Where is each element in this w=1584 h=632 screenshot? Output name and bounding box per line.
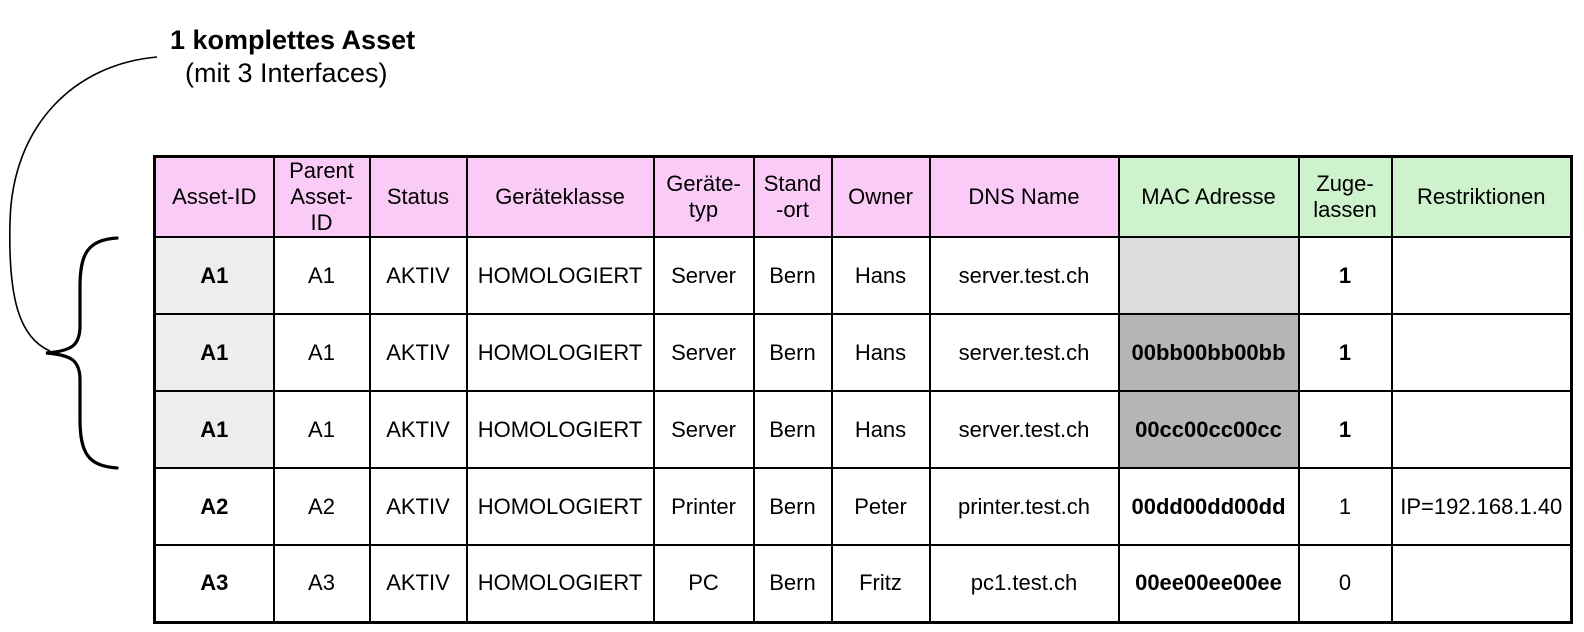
cell-geraetetyp: Server [652, 236, 755, 315]
cell-dns-name: server.test.ch [928, 313, 1120, 392]
cell-geraetetyp: Server [652, 390, 755, 469]
cell-mac-adresse: 00bb00bb00bb [1117, 313, 1300, 392]
asset-table: Asset-ID Parent Asset- ID Status Gerätek… [153, 155, 1573, 624]
cell-restriktionen [1390, 313, 1573, 392]
col-header-dns-name: DNS Name [928, 155, 1120, 238]
cell-geraeteklasse: HOMOLOGIERT [465, 467, 655, 546]
table-row: A3 A3 AKTIV HOMOLOGIERT PC Bern Fritz pc… [153, 544, 1573, 623]
cell-owner: Peter [830, 467, 931, 546]
col-header-owner: Owner [830, 155, 931, 238]
callout-title: 1 komplettes Asset [170, 25, 416, 55]
cell-zugelassen: 1 [1297, 236, 1393, 315]
table-row: A1 A1 AKTIV HOMOLOGIERT Server Bern Hans… [153, 313, 1573, 392]
cell-parent-asset-id: A3 [272, 544, 371, 623]
cell-geraeteklasse: HOMOLOGIERT [465, 390, 655, 469]
cell-asset-id: A2 [153, 467, 275, 546]
cell-owner: Hans [830, 390, 931, 469]
asset-callout: 1 komplettes Asset (mit 3 Interfaces) [170, 24, 415, 90]
cell-asset-id: A1 [153, 313, 275, 392]
col-header-restriktionen: Restriktionen [1390, 155, 1573, 238]
cell-status: AKTIV [368, 467, 468, 546]
cell-geraetetyp: Printer [652, 467, 755, 546]
cell-restriktionen: IP=192.168.1.40 [1390, 467, 1573, 546]
cell-status: AKTIV [368, 544, 468, 623]
cell-mac-adresse: 00dd00dd00dd [1117, 467, 1300, 546]
cell-dns-name: server.test.ch [928, 390, 1120, 469]
cell-mac-adresse [1117, 236, 1300, 315]
col-header-zugelassen: Zuge- lassen [1297, 155, 1393, 238]
cell-mac-adresse: 00ee00ee00ee [1117, 544, 1300, 623]
cell-status: AKTIV [368, 390, 468, 469]
cell-owner: Hans [830, 236, 931, 315]
cell-parent-asset-id: A1 [272, 236, 371, 315]
cell-asset-id: A1 [153, 390, 275, 469]
cell-geraetetyp: Server [652, 313, 755, 392]
cell-geraetetyp: PC [652, 544, 755, 623]
cell-parent-asset-id: A1 [272, 390, 371, 469]
connector-curve [8, 56, 158, 352]
cell-owner: Fritz [830, 544, 931, 623]
cell-mac-adresse: 00cc00cc00cc [1117, 390, 1300, 469]
cell-restriktionen [1390, 390, 1573, 469]
cell-restriktionen [1390, 544, 1573, 623]
cell-dns-name: server.test.ch [928, 236, 1120, 315]
cell-standort: Bern [752, 390, 833, 469]
cell-restriktionen [1390, 236, 1573, 315]
cell-zugelassen: 1 [1297, 313, 1393, 392]
cell-geraeteklasse: HOMOLOGIERT [465, 544, 655, 623]
table-row: A1 A1 AKTIV HOMOLOGIERT Server Bern Hans… [153, 236, 1573, 315]
col-header-standort: Stand -ort [752, 155, 833, 238]
table-row: A2 A2 AKTIV HOMOLOGIERT Printer Bern Pet… [153, 467, 1573, 546]
cell-status: AKTIV [368, 236, 468, 315]
cell-zugelassen: 0 [1297, 544, 1393, 623]
col-header-asset-id: Asset-ID [153, 155, 275, 238]
table-row: A1 A1 AKTIV HOMOLOGIERT Server Bern Hans… [153, 390, 1573, 469]
cell-standort: Bern [752, 236, 833, 315]
col-header-parent-asset-id: Parent Asset- ID [272, 155, 371, 238]
cell-zugelassen: 1 [1297, 390, 1393, 469]
cell-zugelassen: 1 [1297, 467, 1393, 546]
col-header-mac-adresse: MAC Adresse [1117, 155, 1300, 238]
col-header-geraeteklasse: Geräteklasse [465, 155, 655, 238]
col-header-geraetetyp: Geräte- typ [652, 155, 755, 238]
cell-geraeteklasse: HOMOLOGIERT [465, 236, 655, 315]
cell-dns-name: pc1.test.ch [928, 544, 1120, 623]
cell-asset-id: A1 [153, 236, 275, 315]
cell-standort: Bern [752, 544, 833, 623]
cell-parent-asset-id: A1 [272, 313, 371, 392]
cell-dns-name: printer.test.ch [928, 467, 1120, 546]
header-row: Asset-ID Parent Asset- ID Status Gerätek… [153, 155, 1573, 238]
cell-asset-id: A3 [153, 544, 275, 623]
cell-standort: Bern [752, 313, 833, 392]
cell-owner: Hans [830, 313, 931, 392]
cell-status: AKTIV [368, 313, 468, 392]
cell-parent-asset-id: A2 [272, 467, 371, 546]
callout-subtitle: (mit 3 Interfaces) [185, 58, 388, 88]
col-header-status: Status [368, 155, 468, 238]
cell-standort: Bern [752, 467, 833, 546]
cell-geraeteklasse: HOMOLOGIERT [465, 313, 655, 392]
curly-brace [45, 236, 119, 470]
